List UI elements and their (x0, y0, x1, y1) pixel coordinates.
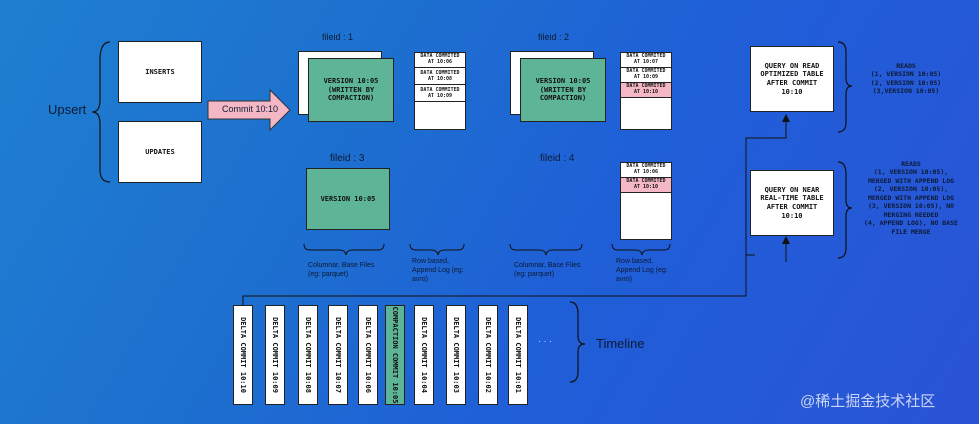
file3-version-box: VERSION 10:05 (306, 168, 390, 230)
brace-rowbased-2 (611, 243, 671, 256)
timeline-commit: DELTA COMMIT 10:01 (508, 305, 528, 405)
timeline-ellipsis: · · · (538, 336, 552, 346)
timeline-commit: DELTA COMMIT 10:02 (478, 305, 498, 405)
timeline-commit: DELTA COMMIT 10:09 (265, 305, 285, 405)
log-entry: DATA COMMITED AT 10:09 (415, 87, 465, 102)
log-entry: DATA COMMITED AT 10:06 (415, 53, 465, 68)
log-entry-highlighted: DATA COMMITED AT 10:10 (621, 83, 671, 98)
brace-timeline (569, 301, 586, 383)
log-entry-highlighted: DATA COMMITED AT 10:10 (621, 178, 671, 193)
brace-columnar-2 (509, 243, 583, 256)
reads-real-time: READS (1, VERSION 10:05), MERGED WITH AP… (864, 160, 958, 236)
reads-read-optimized: READS (1, VERSION 10:05) (2, VERSION 10:… (870, 62, 942, 96)
fileid-2-label: fileid : 2 (538, 32, 570, 42)
log-entry: DATA COMMITED AT 10:09 (621, 68, 671, 83)
log-entry: DATA COMMITED AT 10:07 (621, 53, 671, 68)
query-read-optimized-box: QUERY ON READ OPTIMIZED TABLE AFTER COMM… (750, 46, 834, 112)
timeline-commit: DELTA COMMIT 10:08 (298, 305, 318, 405)
upsert-brace (91, 41, 111, 183)
brace-reads-ro (837, 41, 853, 133)
log-entry: DATA COMMITED AT 10:06 (621, 163, 671, 178)
timeline-label: Timeline (596, 336, 645, 351)
file2-append-log: DATA COMMITED AT 10:07 DATA COMMITED AT … (620, 52, 672, 130)
inserts-box: INSERTS (118, 41, 202, 103)
caption-columnar-2: Columnar, Base Files (eg: parquet) (514, 262, 581, 278)
query-real-time-box: QUERY ON NEAR REAL-TIME TABLE AFTER COMM… (750, 170, 834, 236)
brace-rowbased-1 (409, 243, 465, 256)
file1-version-box: VERSION 10:05 (WRITTEN BY COMPACTION) (308, 58, 394, 122)
timeline-commit: DELTA COMMIT 10:10 (233, 305, 253, 405)
timeline-compaction-commit: COMPACTION COMMIT 10:05 (385, 305, 405, 405)
fileid-4-label: fileid : 4 (540, 153, 575, 164)
upsert-label: Upsert (48, 102, 87, 117)
caption-rowbased-2: Row based, Append Log (eg: avro) (616, 258, 668, 283)
file4-append-log: DATA COMMITED AT 10:06 DATA COMMITED AT … (620, 162, 672, 240)
commit-arrow-shape (207, 88, 291, 132)
file2-version-box: VERSION 10:05 (WRITTEN BY COMPACTION) (520, 58, 606, 122)
timeline-commit: DELTA COMMIT 10:06 (358, 305, 378, 405)
brace-columnar-1 (303, 243, 385, 256)
caption-columnar-1: Columnar, Base Files (eg: parquet) (308, 262, 375, 278)
watermark: @稀土掘金技术社区 (800, 393, 936, 410)
fileid-1-label: fileid : 1 (322, 32, 354, 42)
fileid-3-label: fileid : 3 (330, 153, 365, 164)
log-entry: DATA COMMITED AT 10:08 (415, 70, 465, 85)
brace-reads-rt (837, 161, 853, 259)
caption-rowbased-1: Row based, Append Log (eg: avro) (412, 258, 464, 283)
file1-append-log: DATA COMMITED AT 10:06 DATA COMMITED AT … (414, 52, 466, 130)
commit-arrow-label: Commit 10:10 (222, 104, 279, 114)
updates-box: UPDATES (118, 121, 202, 183)
timeline-commit: DELTA COMMIT 10:03 (446, 305, 466, 405)
timeline-commit: DELTA COMMIT 10:04 (414, 305, 434, 405)
timeline-commit: DELTA COMMIT 10:07 (328, 305, 348, 405)
